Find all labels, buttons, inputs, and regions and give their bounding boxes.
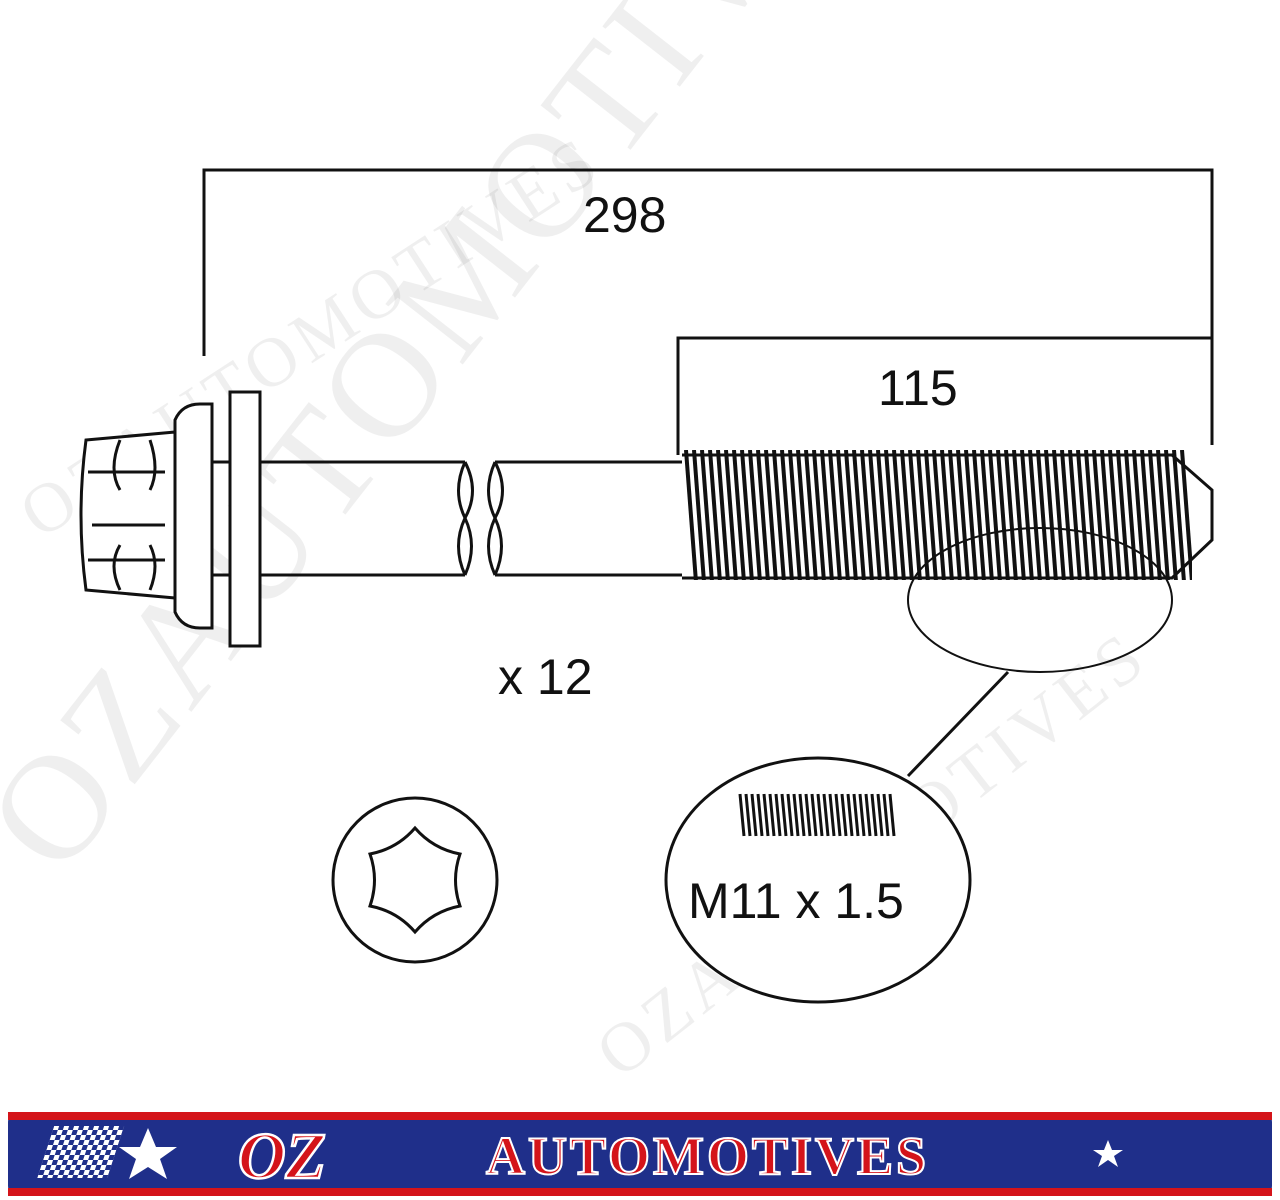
bolt-flange bbox=[173, 402, 214, 630]
banner-red-stripe-bottom bbox=[8, 1188, 1272, 1196]
star-right-icon bbox=[1093, 1140, 1123, 1167]
torx-outer-circle bbox=[331, 796, 499, 964]
thread-spec-label: M11 x 1.5 bbox=[688, 873, 904, 929]
bolt-shank-right bbox=[495, 460, 682, 577]
zoom-ellipse bbox=[907, 527, 1173, 673]
bolt-thread-outline bbox=[682, 453, 1214, 580]
thread-detail-callout: M11 x 1.5 bbox=[664, 756, 972, 1004]
overall-length-label: 298 bbox=[583, 187, 666, 243]
quantity-label: x 12 bbox=[498, 649, 593, 705]
bolt bbox=[79, 390, 1214, 648]
overall-length-bracket bbox=[202, 168, 1214, 445]
star-left-icon bbox=[119, 1128, 177, 1179]
bolt-head bbox=[79, 430, 177, 600]
checkered-flag-icon bbox=[37, 1126, 125, 1178]
washer bbox=[228, 390, 262, 648]
thread-detail-sample bbox=[738, 793, 896, 837]
shank-break-right bbox=[487, 461, 504, 576]
logo-prefix: OZ bbox=[238, 1120, 326, 1193]
bolt-threads bbox=[684, 450, 1192, 580]
banner-logo: OZ AUTOMOTIVES bbox=[37, 1119, 929, 1194]
torx-drive-end-view bbox=[331, 796, 499, 964]
bolt-shank-left bbox=[260, 460, 465, 577]
dimension-lines bbox=[202, 168, 1214, 455]
brand-banner: OZ AUTOMOTIVES bbox=[8, 1112, 1272, 1196]
zoom-leader bbox=[906, 670, 1010, 778]
shank-break-left bbox=[457, 461, 474, 576]
torx-star-icon bbox=[368, 825, 462, 935]
bolt-head-lobes bbox=[88, 439, 165, 591]
banner-red-stripe-top bbox=[8, 1112, 1272, 1120]
thread-length-bracket bbox=[676, 336, 1212, 455]
thread-length-label: 115 bbox=[878, 360, 958, 416]
banner-background bbox=[8, 1112, 1272, 1196]
logo-suffix: AUTOMOTIVES bbox=[486, 1126, 929, 1186]
